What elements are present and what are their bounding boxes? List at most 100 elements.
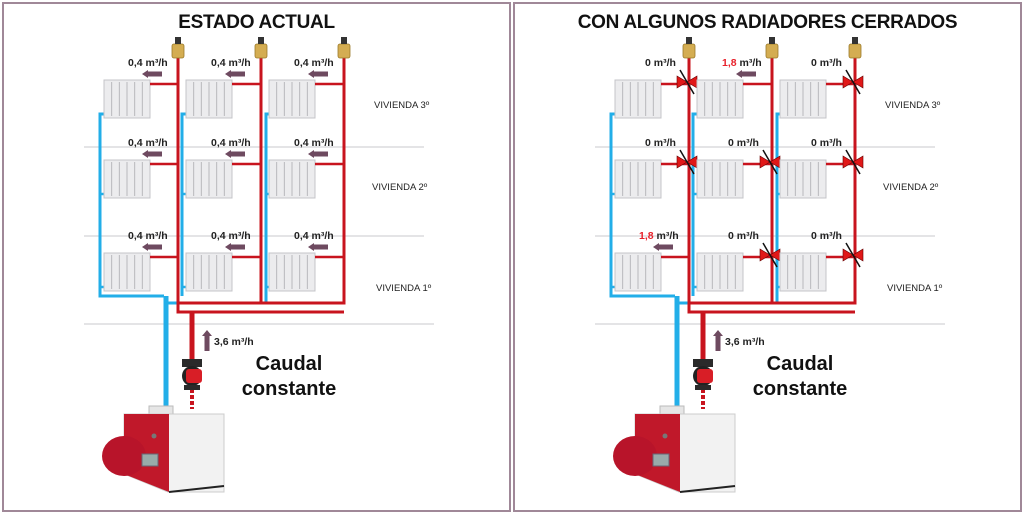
flow-arrow-icon (308, 70, 328, 78)
flow-unit: m³/h (737, 57, 762, 69)
air-vent-cap (341, 37, 347, 44)
flow-arrow-icon (308, 150, 328, 158)
flow-value: 0 (728, 137, 734, 149)
panel-radiadores-cerrados: CON ALGUNOS RADIADORES CERRADOS VIVIENDA… (513, 2, 1022, 512)
pump-flow-label: 3,6 m³/h (214, 336, 254, 348)
flow-unit: m³/h (226, 230, 251, 242)
caption-constante: constante (242, 378, 336, 400)
radiator-icon (614, 159, 662, 199)
closed-valve-icon (676, 69, 698, 95)
air-vent-cap (258, 37, 264, 44)
flow-label: 0 m³/h (728, 230, 759, 242)
flow-label: 0 m³/h (728, 137, 759, 149)
burner (613, 436, 657, 476)
air-vent-icon (765, 37, 779, 59)
flow-label: 0,4 m³/h (294, 230, 334, 242)
air-vent-cap (769, 37, 775, 44)
radiator-icon (779, 159, 827, 199)
burner (102, 436, 146, 476)
pump-flow-arrow-icon (713, 330, 723, 351)
flow-arrow-icon (142, 243, 162, 251)
air-vent-body (765, 43, 779, 59)
flow-label: 0,4 m³/h (211, 137, 251, 149)
flow-arrow-icon (653, 243, 673, 251)
flow-label: 0 m³/h (811, 230, 842, 242)
air-vent-body (337, 43, 351, 59)
radiator-icon (696, 159, 744, 199)
valve-slash (845, 242, 861, 268)
radiator-icon (103, 252, 151, 292)
flow-arrow-icon (225, 150, 245, 158)
flow-unit: m³/h (143, 57, 168, 69)
flow-value: 0 (811, 230, 817, 242)
air-vent-cap (175, 37, 181, 44)
valve-left (676, 75, 688, 89)
flow-unit: m³/h (817, 57, 842, 69)
valve-left (676, 155, 688, 169)
flow-arrow-icon (142, 70, 162, 78)
air-vent-icon (337, 37, 351, 59)
pump-top (182, 359, 202, 367)
radiator-icon (103, 79, 151, 119)
valve-right (852, 75, 864, 89)
radiator-icon (103, 159, 151, 199)
flow-unit: m³/h (226, 57, 251, 69)
valve-slash (679, 149, 695, 175)
flow-arrow-icon (308, 243, 328, 251)
boiler-icon (102, 405, 225, 493)
floor-label: VIVIENDA 3º (374, 100, 430, 111)
radiator-icon (185, 79, 233, 119)
radiator-icon (614, 79, 662, 119)
flow-unit: m³/h (817, 137, 842, 149)
flow-value: 0 (728, 230, 734, 242)
floor-label: VIVIENDA 2º (883, 182, 939, 193)
air-vent-icon (848, 37, 862, 59)
floor-label: VIVIENDA 1º (887, 283, 943, 294)
radiator-icon (779, 252, 827, 292)
closed-valve-icon (842, 149, 864, 175)
flow-label: 0,4 m³/h (128, 57, 168, 69)
flow-label: 0,4 m³/h (128, 137, 168, 149)
valve-left (759, 155, 771, 169)
flow-label: 1,8 m³/h (639, 230, 679, 242)
flow-unit: m³/h (309, 57, 334, 69)
flow-label: 0 m³/h (645, 137, 676, 149)
air-vent-body (254, 43, 268, 59)
radiator-icon (614, 252, 662, 292)
flow-value: 0,4 (128, 137, 143, 149)
pump-flow-value: 3,6 (214, 336, 229, 348)
flow-label: 1,8 m³/h (722, 57, 762, 69)
flow-label: 0,4 m³/h (294, 57, 334, 69)
flow-value: 0,4 (294, 57, 309, 69)
valve-right (852, 248, 864, 262)
pump-motor (186, 369, 202, 383)
pump-top (693, 359, 713, 367)
valve-slash (679, 69, 695, 95)
boiler-gauge (662, 433, 668, 439)
flow-value: 0 (645, 57, 651, 69)
pump-flow-arrow-icon (202, 330, 212, 351)
flow-value: 0,4 (128, 230, 143, 242)
valve-left (759, 248, 771, 262)
flow-value: 0,4 (128, 57, 143, 69)
radiator-icon (185, 252, 233, 292)
flow-label: 0 m³/h (811, 57, 842, 69)
flow-arrow-icon (142, 150, 162, 158)
caption-constante: constante (753, 378, 847, 400)
flow-value: 0,4 (211, 57, 226, 69)
flow-unit: m³/h (734, 230, 759, 242)
pump-motor (697, 369, 713, 383)
panel-title: ESTADO ACTUAL (178, 12, 335, 33)
valve-right (852, 155, 864, 169)
flow-arrow-icon (225, 243, 245, 251)
flow-label: 0,4 m³/h (211, 230, 251, 242)
flow-value: 0 (811, 137, 817, 149)
flow-value: 0 (645, 137, 651, 149)
air-vent-cap (852, 37, 858, 44)
caption-caudal: Caudal (256, 353, 323, 375)
burner-connector (652, 453, 670, 467)
air-vent-body (171, 43, 185, 59)
flow-unit: m³/h (226, 137, 251, 149)
valve-slash (762, 149, 778, 175)
